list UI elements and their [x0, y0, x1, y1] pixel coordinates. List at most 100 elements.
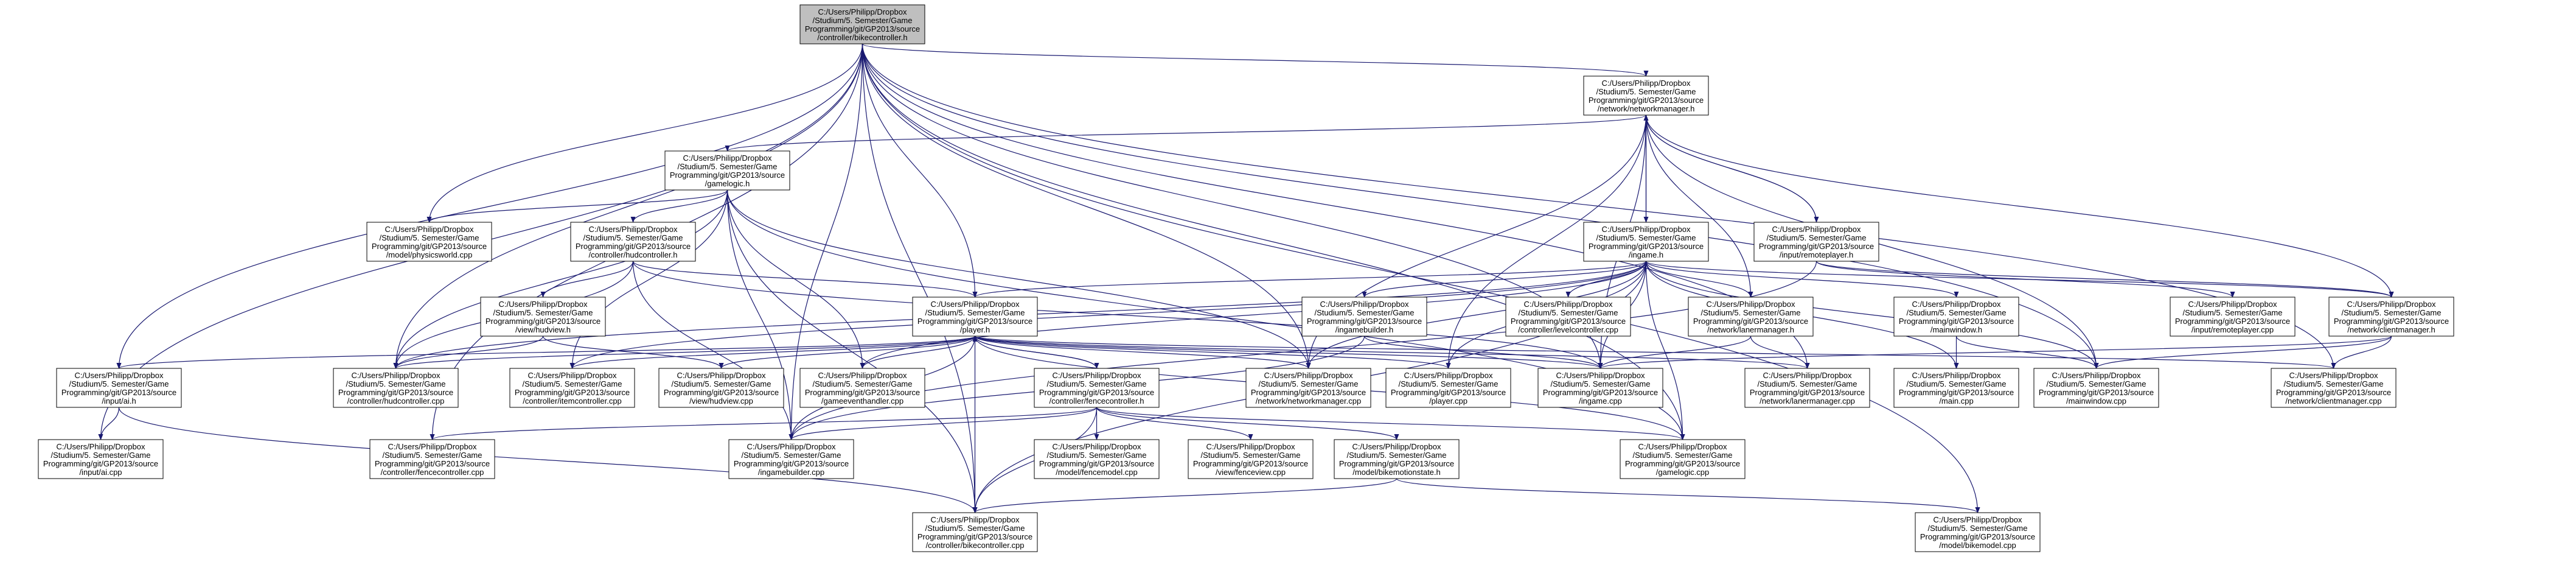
graph-node[interactable]: C:/Users/Philipp/Dropbox/Studium/5. Seme… — [1334, 439, 1460, 479]
graph-node[interactable]: C:/Users/Philipp/Dropbox/Studium/5. Seme… — [366, 222, 492, 262]
node-label-line: Programming/git/GP2013/source — [805, 24, 920, 33]
graph-node[interactable]: C:/Users/Philipp/Dropbox/Studium/5. Seme… — [728, 439, 854, 479]
dependency-edge — [393, 335, 976, 369]
node-label-line: C:/Users/Philipp/Dropbox — [1912, 371, 2001, 380]
graph-node[interactable]: C:/Users/Philipp/Dropbox/Studium/5. Seme… — [912, 512, 1038, 552]
node-box — [1753, 222, 1879, 262]
graph-node[interactable]: C:/Users/Philipp/Dropbox/Studium/5. Seme… — [1744, 368, 1870, 408]
node-box — [1505, 297, 1631, 337]
node-label-line: /input/remoteplayer.cpp — [2191, 325, 2274, 334]
graph-node[interactable]: C:/Users/Philipp/Dropbox/Studium/5. Seme… — [56, 368, 182, 408]
dependency-edge — [1645, 114, 2394, 298]
node-box — [2170, 297, 2296, 337]
graph-node[interactable]: C:/Users/Philipp/Dropbox/Studium/5. Seme… — [658, 368, 784, 408]
node-label-line: /ingame.h — [1629, 250, 1663, 259]
node-label-line: C:/Users/Philipp/Dropbox — [818, 371, 907, 380]
dependency-edge — [726, 189, 794, 440]
dependency-edge — [726, 189, 865, 369]
graph-node[interactable]: C:/Users/Philipp/Dropbox/Studium/5. Seme… — [1034, 368, 1160, 408]
node-label-line: /gamelogic.h — [705, 179, 750, 188]
graph-node[interactable]: C:/Users/Philipp/Dropbox/Studium/5. Seme… — [1385, 368, 1511, 408]
node-box — [664, 150, 790, 191]
graph-node[interactable]: C:/Users/Philipp/Dropbox/Studium/5. Seme… — [664, 150, 790, 191]
graph-node[interactable]: C:/Users/Philipp/Dropbox/Studium/5. Seme… — [1753, 222, 1879, 262]
graph-node[interactable]: C:/Users/Philipp/Dropbox/Studium/5. Seme… — [1688, 297, 1814, 337]
graph-node[interactable]: C:/Users/Philipp/Dropbox/Studium/5. Seme… — [1245, 368, 1371, 408]
dependency-edge — [1645, 261, 2099, 369]
node-box — [38, 439, 164, 479]
node-label-line: /controller/bikecontroller.h — [817, 33, 907, 42]
graph-node[interactable]: C:/Users/Philipp/Dropbox/Studium/5. Seme… — [570, 222, 696, 262]
node-label-line: /Studium/5. Semester/Game — [1596, 87, 1696, 96]
dependency-edge — [974, 335, 1603, 369]
node-label-line: /controller/levelcontroller.cpp — [1518, 325, 1618, 334]
node-label-line: Programming/git/GP2013/source — [664, 388, 779, 397]
node-label-line: /Studium/5. Semester/Game — [925, 524, 1025, 533]
dependency-edge — [974, 335, 1810, 369]
dependency-edge — [540, 261, 634, 298]
graph-node[interactable]: C:/Users/Philipp/Dropbox/Studium/5. Seme… — [1583, 76, 1709, 116]
node-label-line: Programming/git/GP2013/source — [917, 532, 1032, 541]
graph-node[interactable]: C:/Users/Philipp/Dropbox/Studium/5. Seme… — [2033, 368, 2159, 408]
graph-node[interactable]: C:/Users/Philipp/Dropbox/Studium/5. Seme… — [1301, 297, 1427, 337]
dependency-edge — [1955, 335, 2099, 369]
dependency-edge — [862, 43, 1649, 77]
node-label-line: C:/Users/Philipp/Dropbox — [2188, 300, 2277, 309]
node-box — [658, 368, 784, 408]
node-label-line: C:/Users/Philipp/Dropbox — [1053, 442, 1141, 451]
graph-node[interactable]: C:/Users/Philipp/Dropbox/Studium/5. Seme… — [333, 368, 459, 408]
node-label-line: /Studium/5. Semester/Game — [741, 451, 841, 460]
node-label-line: /Studium/5. Semester/Game — [1766, 233, 1866, 242]
graph-node[interactable]: C:/Users/Philipp/Dropbox/Studium/5. Seme… — [480, 297, 606, 337]
graph-node[interactable]: C:/Users/Philipp/Dropbox/Studium/5. Seme… — [1620, 439, 1746, 479]
dependency-edge — [426, 189, 728, 223]
graph-node[interactable]: C:/Users/Philipp/Dropbox/Studium/5. Seme… — [799, 4, 925, 44]
node-label-line: C:/Users/Philipp/Dropbox — [1352, 442, 1441, 451]
node-box — [480, 297, 606, 337]
node-label-line: /controller/fencecontroller.cpp — [381, 468, 484, 477]
dependency-edge — [116, 335, 976, 369]
graph-node[interactable]: C:/Users/Philipp/Dropbox/Studium/5. Seme… — [1188, 439, 1314, 479]
node-label-line: C:/Users/Philipp/Dropbox — [1707, 300, 1795, 309]
graph-node[interactable]: C:/Users/Philipp/Dropbox/Studium/5. Seme… — [1034, 439, 1160, 479]
graph-node[interactable]: C:/Users/Philipp/Dropbox/Studium/5. Seme… — [38, 439, 164, 479]
node-label-line: /view/fenceview.cpp — [1216, 468, 1286, 477]
node-label-line: Programming/git/GP2013/source — [1543, 388, 1658, 397]
graph-node[interactable]: C:/Users/Philipp/Dropbox/Studium/5. Seme… — [1537, 368, 1663, 408]
dependency-edge — [542, 335, 724, 369]
graph-node[interactable]: C:/Users/Philipp/Dropbox/Studium/5. Seme… — [509, 368, 635, 408]
node-box — [1034, 439, 1160, 479]
graph-node[interactable]: C:/Users/Philipp/Dropbox/Studium/5. Seme… — [1505, 297, 1631, 337]
graph-node[interactable]: C:/Users/Philipp/Dropbox/Studium/5. Seme… — [912, 297, 1038, 337]
graph-node[interactable]: C:/Users/Philipp/Dropbox/Studium/5. Seme… — [1915, 512, 2041, 552]
dependency-edge — [632, 261, 1603, 369]
graph-node[interactable]: C:/Users/Philipp/Dropbox/Studium/5. Seme… — [2328, 297, 2454, 337]
node-box — [728, 439, 854, 479]
graph-node[interactable]: C:/Users/Philipp/Dropbox/Studium/5. Seme… — [1583, 222, 1709, 262]
node-label-line: C:/Users/Philipp/Dropbox — [2052, 371, 2141, 380]
dependency-edge — [1396, 478, 1980, 513]
node-label-line: Programming/git/GP2013/source — [375, 459, 490, 468]
node-label-line: Programming/git/GP2013/source — [1039, 388, 1154, 397]
node-box — [1688, 297, 1814, 337]
graph-node[interactable]: C:/Users/Philipp/Dropbox/Studium/5. Seme… — [2271, 368, 2397, 408]
graph-node[interactable]: C:/Users/Philipp/Dropbox/Studium/5. Seme… — [799, 368, 925, 408]
graph-node[interactable]: C:/Users/Philipp/Dropbox/Studium/5. Seme… — [1893, 368, 2019, 408]
node-label-line: /Studium/5. Semester/Game — [522, 379, 622, 388]
dependency-edge — [2094, 335, 2392, 369]
graph-node[interactable]: C:/Users/Philipp/Dropbox/Studium/5. Seme… — [2170, 297, 2296, 337]
node-label-line: C:/Users/Philipp/Dropbox — [1206, 442, 1295, 451]
node-label-line: /mainwindow.cpp — [2066, 396, 2126, 406]
dependency-edge — [1645, 261, 1753, 298]
graph-node[interactable]: C:/Users/Philipp/Dropbox/Studium/5. Seme… — [1893, 297, 2019, 337]
node-label-line: /mainwindow.h — [1930, 325, 1982, 334]
graph-node[interactable]: C:/Users/Philipp/Dropbox/Studium/5. Seme… — [369, 439, 495, 479]
node-label-line: C:/Users/Philipp/Dropbox — [388, 442, 477, 451]
dependency-edge — [974, 335, 1451, 369]
dependency-edge — [393, 43, 863, 369]
dependency-edge — [118, 407, 978, 513]
node-label-line: Programming/git/GP2013/source — [1391, 388, 1506, 397]
node-box — [2033, 368, 2159, 408]
dependency-edge — [862, 43, 978, 298]
node-label-line: /Studium/5. Semester/Game — [812, 16, 912, 25]
